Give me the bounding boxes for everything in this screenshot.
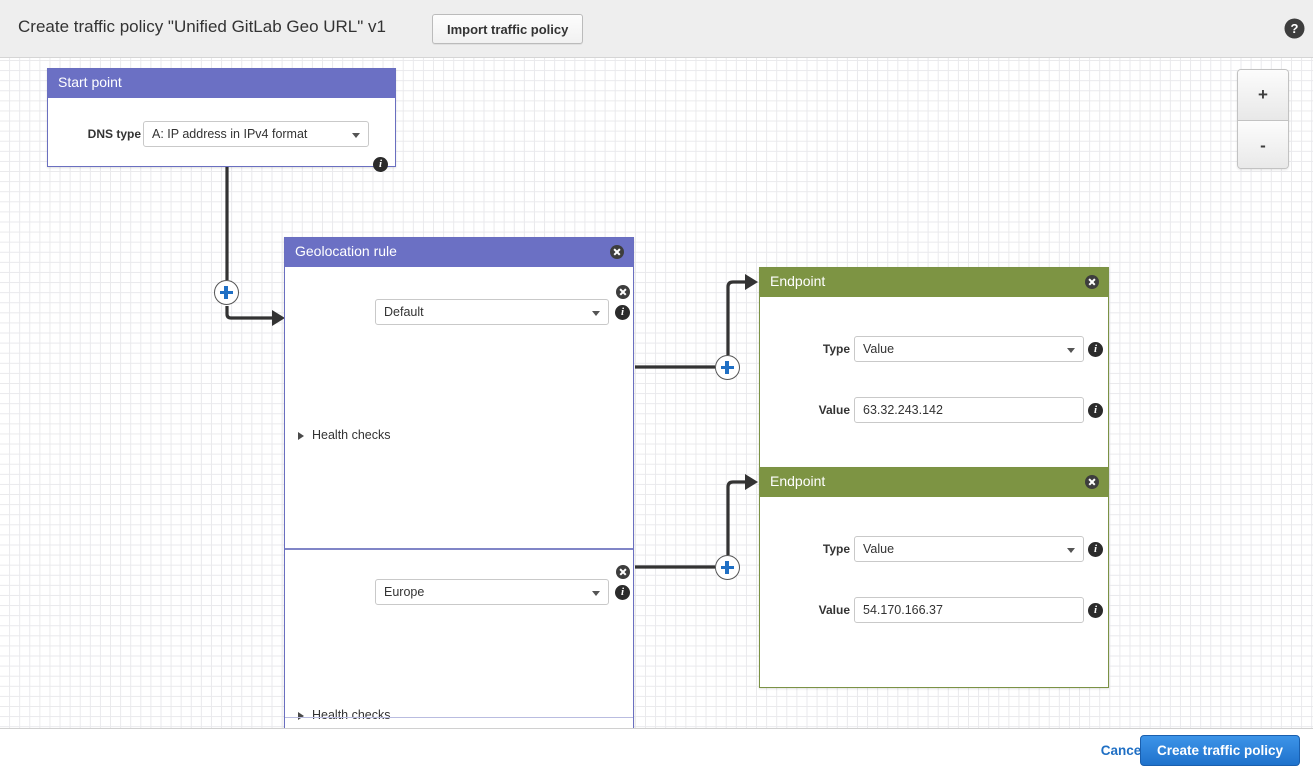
dns-type-select[interactable]: A: IP address in IPv4 format xyxy=(143,121,369,147)
location-select[interactable]: Europe xyxy=(375,579,609,605)
endpoint-node: Endpoint Type Value i Value 54.170.166.3… xyxy=(759,467,1109,688)
endpoint-body: Type Value i Value 63.32.243.142 i xyxy=(760,297,1108,487)
rule-divider xyxy=(285,548,633,550)
start-point-header: Start point xyxy=(48,69,395,98)
geo-location-row: Location Default i Health checks xyxy=(285,267,633,482)
zoom-out-button[interactable]: - xyxy=(1238,120,1288,168)
add-node-button[interactable] xyxy=(715,355,740,380)
cancel-button[interactable]: Cancel xyxy=(1100,743,1145,758)
connector-edges xyxy=(225,165,758,569)
geolocation-rule-node: Geolocation rule Location Default i Heal… xyxy=(284,237,634,728)
location-info-icon[interactable]: i xyxy=(615,585,630,600)
endpoint-value-info-icon[interactable]: i xyxy=(1088,603,1103,618)
remove-geo-location-icon[interactable] xyxy=(616,565,630,579)
top-header-bar: Create traffic policy "Unified GitLab Ge… xyxy=(0,0,1313,58)
chevron-down-icon xyxy=(1067,548,1075,553)
endpoint-type-value: Value xyxy=(863,542,895,556)
location-select[interactable]: Default xyxy=(375,299,609,325)
dns-type-info-icon[interactable]: i xyxy=(373,157,388,172)
location-info-icon[interactable]: i xyxy=(615,305,630,320)
chevron-right-icon xyxy=(298,712,304,720)
canvas-zoom-controls: + - xyxy=(1237,69,1289,169)
location-value: Default xyxy=(384,305,424,319)
endpoint-body: Type Value i Value 54.170.166.37 i xyxy=(760,497,1108,687)
chevron-down-icon xyxy=(1067,348,1075,353)
endpoint-header: Endpoint xyxy=(760,468,1108,497)
endpoint-value-input[interactable]: 63.32.243.142 xyxy=(854,397,1084,423)
endpoint-title: Endpoint xyxy=(770,473,826,489)
chevron-down-icon xyxy=(592,591,600,596)
endpoint-type-info-icon[interactable]: i xyxy=(1088,342,1103,357)
chevron-down-icon xyxy=(592,311,600,316)
close-icon[interactable] xyxy=(610,245,624,259)
add-node-button[interactable] xyxy=(715,555,740,580)
close-icon[interactable] xyxy=(1085,475,1099,489)
chevron-right-icon xyxy=(298,432,304,440)
svg-text:?: ? xyxy=(1291,21,1299,36)
geolocation-rule-header: Geolocation rule xyxy=(285,238,633,267)
add-another-geo-location-button[interactable]: Add another geo location xyxy=(285,717,633,728)
chevron-down-icon xyxy=(352,133,360,138)
endpoint-value-input[interactable]: 54.170.166.37 xyxy=(854,597,1084,623)
location-value: Europe xyxy=(384,585,425,599)
zoom-in-button[interactable]: + xyxy=(1238,70,1288,120)
add-node-button[interactable] xyxy=(214,280,239,305)
endpoint-value-label: Value xyxy=(818,603,850,617)
endpoint-type-select[interactable]: Value xyxy=(854,536,1084,562)
dns-type-label: DNS type xyxy=(87,127,141,141)
start-point-body: DNS type A: IP address in IPv4 format i xyxy=(48,98,395,172)
create-traffic-policy-button[interactable]: Create traffic policy xyxy=(1139,735,1300,766)
health-checks-label: Health checks xyxy=(312,428,391,442)
endpoint-title: Endpoint xyxy=(770,273,826,289)
endpoint-value-text: 54.170.166.37 xyxy=(863,603,943,617)
geolocation-rule-body: Location Default i Health checks Locatio… xyxy=(285,267,633,728)
endpoint-type-select[interactable]: Value xyxy=(854,336,1084,362)
start-point-node: Start point DNS type A: IP address in IP… xyxy=(47,68,396,172)
dns-type-value: A: IP address in IPv4 format xyxy=(152,127,308,141)
endpoint-type-info-icon[interactable]: i xyxy=(1088,542,1103,557)
health-checks-label: Health checks xyxy=(312,708,391,722)
remove-geo-location-icon[interactable] xyxy=(616,285,630,299)
endpoint-value-info-icon[interactable]: i xyxy=(1088,403,1103,418)
footer-action-bar: Cancel Create traffic policy xyxy=(0,728,1313,770)
import-traffic-policy-button[interactable]: Import traffic policy xyxy=(432,14,584,44)
geolocation-rule-title: Geolocation rule xyxy=(295,243,397,259)
geo-location-row: Location Europe i Health checks xyxy=(285,550,633,728)
endpoint-value-label: Value xyxy=(818,403,850,417)
help-question-icon[interactable]: ? xyxy=(1284,18,1305,39)
endpoint-value-text: 63.32.243.142 xyxy=(863,403,943,417)
policy-canvas[interactable]: Start point DNS type A: IP address in IP… xyxy=(0,58,1313,728)
close-icon[interactable] xyxy=(1085,275,1099,289)
endpoint-type-label: Type xyxy=(822,342,850,356)
endpoint-type-value: Value xyxy=(863,342,895,356)
endpoint-type-label: Type xyxy=(822,542,850,556)
endpoint-node: Endpoint Type Value i Value 63.32.243.14… xyxy=(759,267,1109,488)
page-title: Create traffic policy "Unified GitLab Ge… xyxy=(18,17,386,36)
start-point-title: Start point xyxy=(58,74,122,90)
endpoint-header: Endpoint xyxy=(760,268,1108,297)
